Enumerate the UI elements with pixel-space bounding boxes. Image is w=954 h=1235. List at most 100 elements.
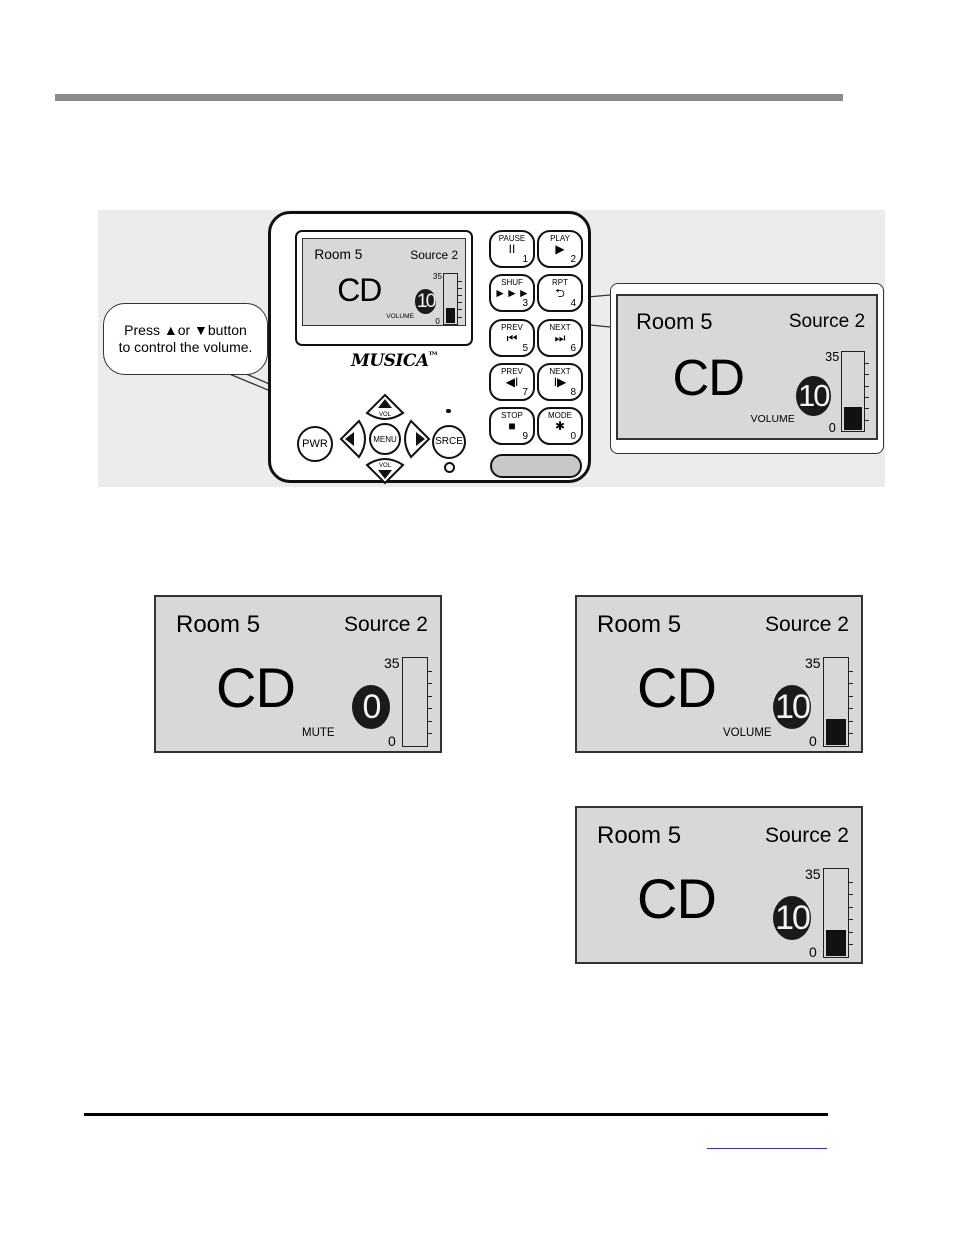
footer-rule [84, 1113, 828, 1116]
meter-tick [865, 419, 870, 421]
meter-tick [428, 733, 432, 735]
key-label: STOP [501, 411, 523, 420]
left-arrow-icon [345, 432, 354, 446]
key-label: MODE [548, 411, 572, 420]
meter-tick [849, 919, 853, 921]
indicator-led [444, 462, 455, 473]
no-indicator-screen: Room 5 Source 2 CD 10 35 0 [575, 806, 863, 964]
volume-meter [823, 657, 853, 747]
key-number: 7 [522, 387, 528, 398]
media-label: CD [337, 272, 382, 309]
down-arrow-icon [378, 470, 392, 479]
key-number: 1 [522, 254, 528, 265]
media-label: CD [216, 656, 296, 719]
meter-tick [428, 670, 432, 672]
power-label: PWR [302, 438, 328, 450]
callout-line-1: Press ▲or ▼button [124, 322, 247, 338]
meter-tick [849, 881, 853, 883]
key-shuf-3[interactable]: SHUF►►►3 [489, 274, 535, 312]
volume-level-badge: 10 [796, 375, 831, 416]
meter-min-label: 0 [435, 316, 440, 326]
room-label: Room 5 [636, 308, 713, 334]
media-label: CD [637, 656, 717, 719]
key-play-2[interactable]: PLAY▶2 [537, 230, 583, 268]
step-forward-icon: I▶ [553, 375, 567, 389]
source-label: SRCE [435, 436, 463, 447]
meter-tick [849, 906, 853, 908]
meter-max-label: 35 [825, 348, 840, 364]
meter-tick [849, 708, 853, 710]
volume-meter [443, 273, 463, 325]
meter-tick [458, 288, 463, 290]
play-icon: ▶ [555, 242, 565, 256]
mode-label: VOLUME [386, 313, 414, 321]
meter-tick [849, 733, 853, 735]
meter-tick [458, 309, 463, 311]
meter-tick [849, 683, 853, 685]
volume-meter [402, 657, 432, 747]
pause-icon: II [508, 242, 516, 256]
repeat-icon: ⮌ [555, 286, 565, 300]
meter-tick [865, 397, 870, 399]
key-rpt-4[interactable]: RPT⮌4 [537, 274, 583, 312]
key-stop-9[interactable]: STOP■9 [489, 407, 535, 445]
key-mode-0[interactable]: MODE✱ 0 [537, 407, 583, 445]
meter-tick [865, 408, 870, 410]
footer-link[interactable] [707, 1134, 827, 1149]
menu-button[interactable] [369, 423, 401, 455]
key-prev-5[interactable]: PREV⏮5 [489, 319, 535, 357]
meter-tick [428, 695, 432, 697]
key-label: RPT [552, 278, 568, 287]
key-label: NEXT [549, 367, 571, 376]
source-label: Source 2 [764, 613, 849, 636]
meter-tick [849, 944, 853, 946]
volume-meter-fill [446, 308, 456, 323]
volume-level-badge: 10 [773, 685, 811, 729]
key-number: 8 [570, 387, 576, 398]
meter-max-label: 35 [805, 655, 821, 671]
mode-label: VOLUME [750, 414, 795, 426]
room-label: Room 5 [597, 822, 682, 849]
meter-tick [865, 385, 870, 387]
skip-forward-icon: ⏭ [554, 331, 566, 345]
skip-back-icon: ⏮ [506, 331, 518, 345]
source-button[interactable]: SRCE [432, 425, 466, 459]
meter-max-label: 35 [805, 866, 821, 882]
right-arrow-icon [416, 432, 425, 446]
brand-logo: MUSICATM [351, 351, 437, 371]
callout-bubble: Press ▲or ▼button to control the volume. [103, 303, 268, 375]
volume-meter [841, 350, 870, 433]
media-label: CD [637, 867, 717, 930]
step-back-icon: ◀I [505, 375, 519, 389]
meter-tick [458, 302, 463, 304]
key-number: 6 [570, 343, 576, 354]
meter-tick [428, 683, 432, 685]
meter-min-label: 0 [809, 944, 817, 960]
stop-icon: ■ [508, 419, 516, 433]
star-icon: ✱ [554, 419, 566, 433]
meter-tick [458, 316, 463, 318]
key-label: SHUF [501, 278, 523, 287]
room-label: Room 5 [314, 246, 363, 262]
bottom-bar-button[interactable] [490, 454, 582, 478]
key-label: NEXT [549, 323, 571, 332]
key-next-6[interactable]: NEXT⏭ 6 [537, 319, 583, 357]
key-number: 3 [522, 298, 528, 309]
meter-min-label: 0 [828, 419, 836, 435]
meter-min-label: 0 [809, 733, 817, 749]
meter-tick [865, 374, 870, 376]
power-button[interactable]: PWR [297, 426, 333, 462]
volume-level-badge: 10 [773, 896, 811, 940]
source-label: Source 2 [764, 824, 849, 847]
meter-tick [458, 295, 463, 297]
room-label: Room 5 [176, 611, 261, 638]
header-rule [55, 94, 843, 101]
shuffle-icon: ►►► [494, 286, 530, 300]
key-number: 0 [570, 431, 576, 442]
